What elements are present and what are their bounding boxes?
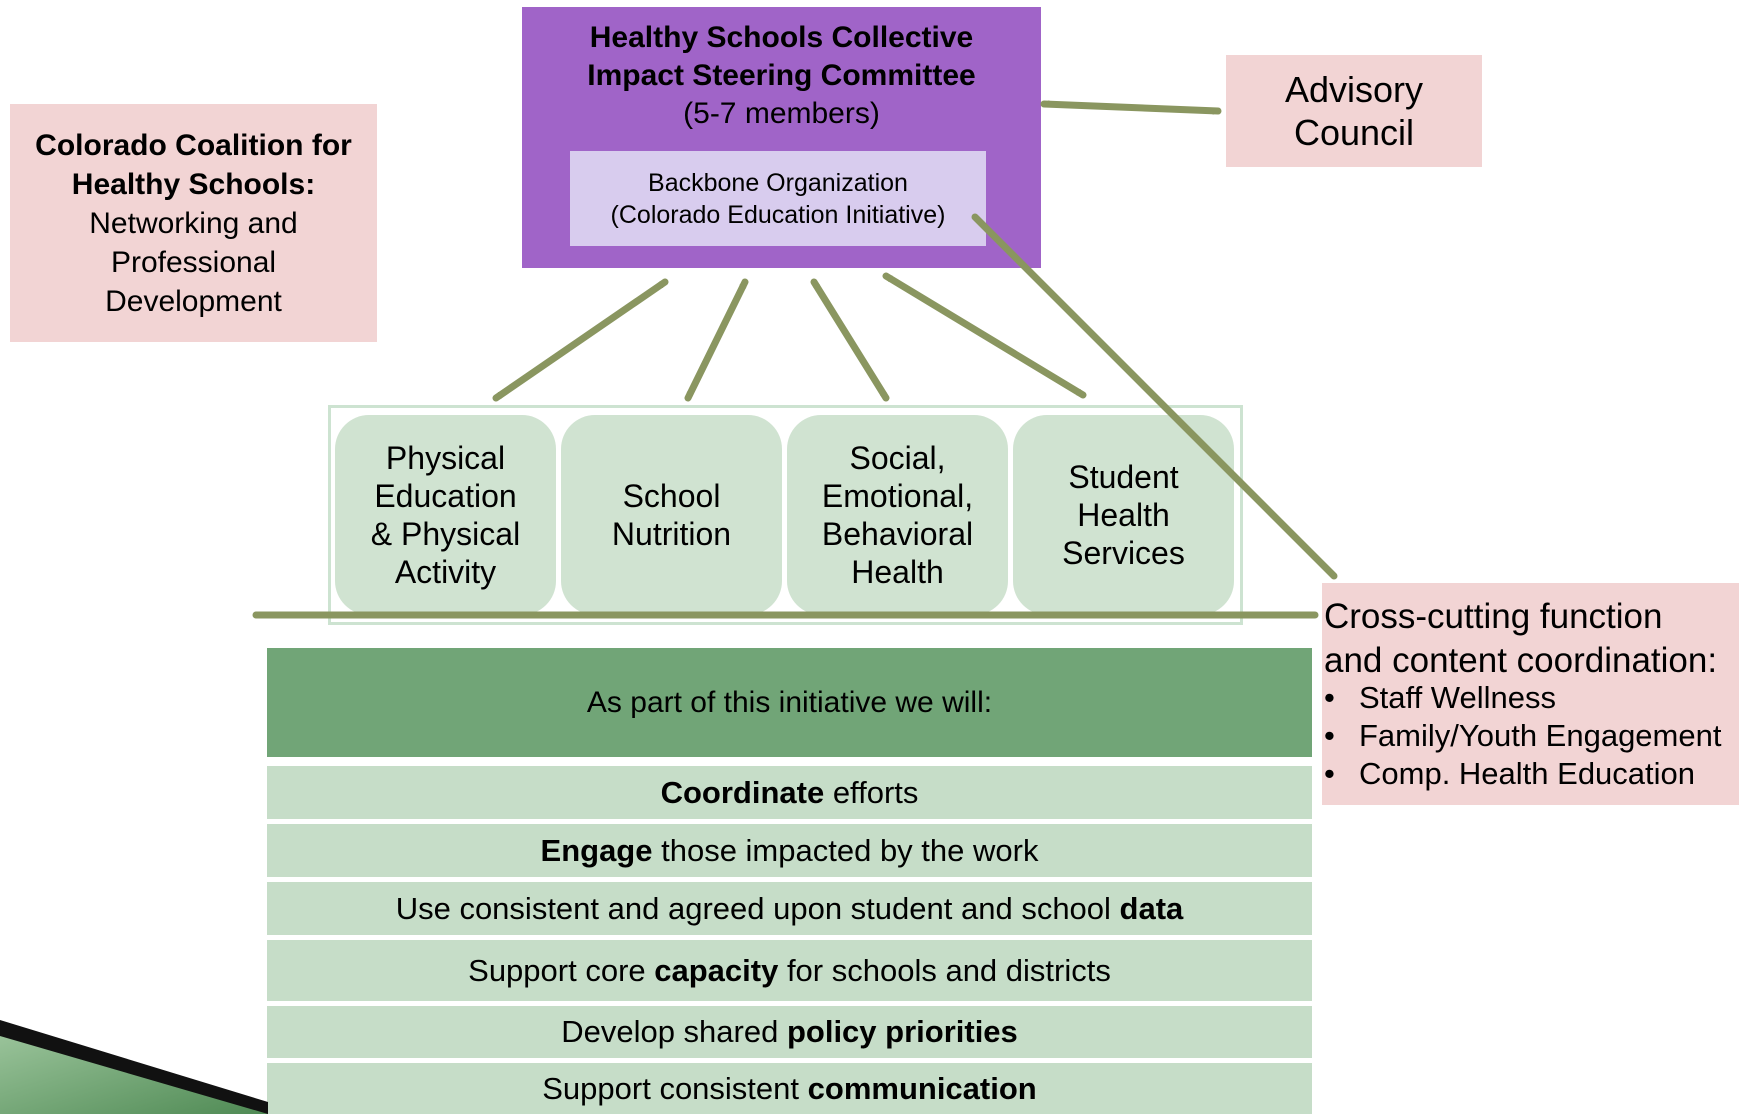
steering-members: (5-7 members) [683, 97, 880, 130]
row-keyword: Engage [540, 832, 653, 868]
focus-area-text: Services [1062, 535, 1185, 571]
focus-area-text: Education [374, 478, 517, 514]
list-item: Comp. Health Education [1322, 755, 1721, 793]
focus-area-text: & Physical [370, 516, 521, 552]
coalition-box: Colorado Coalition for Healthy Schools: … [10, 104, 377, 342]
row-text: efforts [824, 774, 919, 810]
arrow-steering-student-health [882, 272, 1087, 399]
row-text: for schools and districts [778, 952, 1111, 988]
row-keyword: communication [807, 1070, 1037, 1106]
backbone-line2: (Colorado Education Initiative) [610, 200, 946, 229]
focus-area-school-nutrition: School Nutrition [561, 415, 782, 615]
focus-area-text: Social, [849, 440, 946, 476]
row-text: Support core [468, 952, 655, 988]
coalition-body-line1: Networking and [89, 206, 298, 240]
table-row: Support core capacity for schools and di… [267, 940, 1312, 1001]
advisory-line2: Council [1293, 112, 1415, 153]
backbone-line1: Backbone Organization [648, 168, 908, 197]
table-row: Coordinate efforts [267, 766, 1312, 819]
table-row: Engage those impacted by the work [267, 824, 1312, 877]
list-item: Family/Youth Engagement [1322, 717, 1721, 755]
focus-area-text: Emotional, [821, 478, 974, 514]
table-row: Develop shared policy priorities [267, 1006, 1312, 1058]
coalition-title-line2: Healthy Schools: [71, 167, 316, 201]
focus-area-text: Activity [394, 554, 497, 590]
focus-area-text: Nutrition [611, 516, 732, 552]
focus-area-text: Health [851, 554, 944, 590]
row-text: Develop shared [561, 1014, 787, 1049]
row-keyword: data [1119, 890, 1184, 926]
crosscutting-list: Staff Wellness Family/Youth Engagement C… [1322, 679, 1721, 793]
decorative-corner-wedge [0, 1020, 268, 1114]
table-row: Use consistent and agreed upon student a… [267, 882, 1312, 935]
focus-area-student-health-services: Student Health Services [1013, 415, 1234, 615]
row-text: Support consistent [542, 1070, 808, 1106]
initiative-header-text: As part of this initiative we will: [586, 685, 993, 719]
coalition-body-line2: Professional [110, 245, 277, 279]
advisory-line1: Advisory [1284, 69, 1424, 110]
row-keyword: policy priorities [786, 1014, 1018, 1049]
steering-title-line2: Impact Steering Committee [587, 59, 976, 92]
focus-area-social-emotional-health: Social, Emotional, Behavioral Health [787, 415, 1008, 615]
crosscutting-heading-line1: Cross-cutting function [1324, 597, 1663, 636]
table-row: Support consistent communication [267, 1063, 1312, 1114]
arrow-steering-social-emotional [810, 278, 890, 402]
crosscutting-box: Cross-cutting function and content coord… [1322, 583, 1739, 805]
row-text: Use consistent and agreed upon student a… [395, 890, 1120, 926]
arrow-steering-school-nutrition [684, 278, 749, 402]
focus-area-text: Health [1077, 497, 1170, 533]
coalition-title-line1: Colorado Coalition for [35, 128, 352, 162]
list-item: Staff Wellness [1322, 679, 1721, 717]
row-keyword: Coordinate [660, 774, 825, 810]
focus-area-text: Physical [385, 440, 506, 476]
focus-area-physical-education: Physical Education & Physical Activity [335, 415, 556, 615]
initiative-header: As part of this initiative we will: [267, 648, 1312, 757]
row-keyword: capacity [654, 952, 779, 988]
arrow-steering-advisory [1040, 104, 1222, 111]
focus-area-text: School [622, 478, 721, 514]
advisory-council-box: Advisory Council [1226, 55, 1482, 167]
backbone-organization-box: Backbone Organization (Colorado Educatio… [570, 151, 986, 246]
steering-title-line1: Healthy Schools Collective [589, 21, 974, 54]
arrow-steering-physical-education [492, 278, 669, 402]
row-text: those impacted by the work [652, 832, 1039, 868]
crosscutting-heading-line2: and content coordination: [1324, 641, 1718, 680]
focus-area-text: Student [1068, 459, 1179, 495]
focus-area-text: Behavioral [821, 516, 974, 552]
coalition-body-line3: Development [105, 284, 282, 318]
